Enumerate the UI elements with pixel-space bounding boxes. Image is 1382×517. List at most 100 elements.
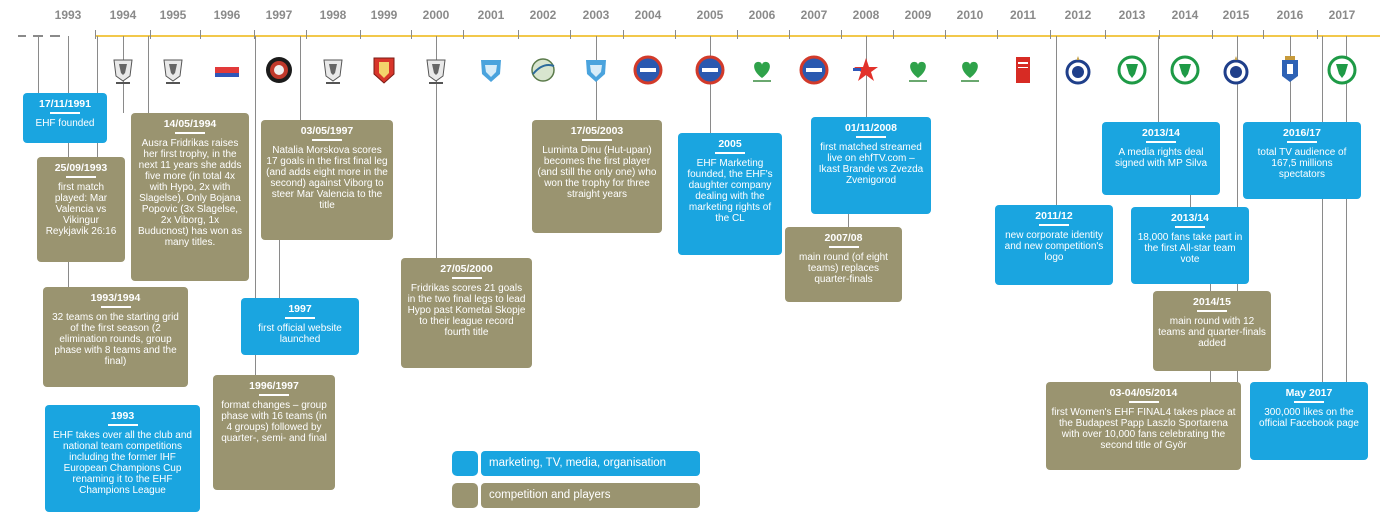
buducnost-crest-icon [1065, 56, 1091, 85]
event-date: 2007/08 [824, 232, 863, 244]
title-underline [175, 132, 205, 134]
title-underline [1146, 141, 1176, 143]
title-underline [451, 277, 482, 279]
connector-line [1210, 284, 1211, 291]
viborg-heart-logo-icon [909, 61, 927, 82]
year-tick [1105, 30, 1106, 39]
ikast-club-crest-icon [318, 54, 348, 86]
event-date: 1993 [110, 410, 135, 422]
team-wordmark-icon [212, 54, 242, 86]
connector-line [300, 36, 301, 120]
ikast-club-crest-icon [113, 59, 133, 84]
blue-shield-crest-icon [581, 54, 611, 86]
event-description: first match played: Mar Valencia vs Viki… [45, 182, 117, 237]
event-date: 2013/14 [1142, 127, 1180, 139]
ikast-club-crest-icon [163, 59, 183, 84]
year-tick [360, 30, 361, 39]
red-star-logo-icon [853, 58, 878, 81]
gyor-green-crest-icon [1117, 55, 1147, 85]
event-description: Natalia Morskova scores 17 goals in the … [266, 145, 388, 211]
axis-dash-segment [18, 35, 26, 37]
red-shield-crest-icon [369, 54, 399, 86]
green-ball-logo-icon [528, 54, 558, 86]
year-label: 2016 [1276, 8, 1304, 22]
blue-shield-crest-icon [476, 54, 506, 86]
event-description: first Women's EHF FINAL4 takes place at … [1051, 407, 1236, 451]
viborg-heart-logo-icon [955, 54, 985, 86]
connector-line [148, 36, 149, 113]
event-description: format changes – group phase with 16 tea… [221, 400, 327, 444]
red-blue-roundel-icon [633, 54, 663, 86]
connector-line [68, 262, 69, 287]
ikast-club-crest-icon [421, 54, 451, 86]
red-blue-roundel-icon [633, 55, 663, 85]
viborg-heart-logo-icon [747, 54, 777, 86]
event-date: 2011/12 [1035, 210, 1073, 222]
ikast-club-crest-icon [323, 59, 343, 84]
event-description: A media rights deal signed with MP Silva [1114, 147, 1208, 169]
title-underline [50, 112, 80, 114]
event-description: main round with 12 teams and quarter-fin… [1158, 316, 1266, 349]
team-wordmark-icon [215, 67, 239, 77]
year-tick [737, 30, 738, 39]
ehf-round-emblem-icon [266, 57, 292, 83]
event-description: first matched streamed live on ehfTV.com… [818, 142, 924, 186]
event-date: 25/09/1993 [54, 162, 108, 174]
connector-line [866, 36, 867, 117]
event-description: EHF Marketing founded, the EHF's daughte… [687, 158, 773, 224]
connector-line [1210, 371, 1211, 382]
event-card-marketing: 01/11/2008 first matched streamed live on… [811, 117, 931, 214]
legend-swatch-marketing [452, 451, 478, 476]
gyor-green-crest-icon [1170, 55, 1200, 85]
event-description: 300,000 likes on the official Facebook p… [1259, 407, 1359, 429]
year-tick [1159, 30, 1160, 39]
year-label: 2009 [904, 8, 932, 22]
year-label: 1994 [109, 8, 137, 22]
gyor-green-crest-icon [1117, 54, 1147, 86]
event-card-marketing: 2011/12 new corporate identity and new co… [995, 205, 1113, 285]
year-tick [1317, 30, 1318, 39]
year-tick [945, 30, 946, 39]
event-date: May 2017 [1285, 387, 1333, 399]
viborg-heart-logo-icon [753, 61, 771, 82]
title-underline [1175, 226, 1205, 228]
event-card-competition: 2014/15 main round with 12 teams and quar… [1153, 291, 1271, 371]
year-label: 1997 [265, 8, 293, 22]
event-description: first official website launched [258, 323, 342, 345]
title-underline [66, 176, 96, 178]
viborg-heart-logo-icon [903, 54, 933, 86]
year-tick [789, 30, 790, 39]
red-banner-logo-icon [1016, 57, 1030, 83]
year-tick [306, 30, 307, 39]
year-tick [463, 30, 464, 39]
connector-line [436, 36, 437, 258]
year-label: 2008 [852, 8, 880, 22]
event-description: Fridrikas scores 21 goals in the two fin… [407, 283, 526, 338]
year-label: 2015 [1222, 8, 1250, 22]
title-underline [582, 139, 612, 141]
title-underline [285, 317, 315, 319]
year-label: 1995 [159, 8, 187, 22]
event-date: 01/11/2008 [845, 122, 897, 134]
connector-line [710, 36, 711, 133]
event-date: 2014/15 [1193, 296, 1231, 308]
connector-line [97, 143, 98, 157]
gyor-green-crest-icon [1327, 55, 1357, 85]
event-date: 03-04/05/2014 [1109, 387, 1178, 399]
connector-line [38, 36, 39, 93]
red-blue-roundel-icon [695, 54, 725, 86]
buducnost-crest-icon [1221, 54, 1251, 86]
event-description: new corporate identity and new competiti… [1004, 230, 1104, 263]
year-tick [1050, 30, 1051, 39]
event-card-competition: 03-04/05/2014 first Women's EHF FINAL4 ta… [1046, 382, 1241, 470]
